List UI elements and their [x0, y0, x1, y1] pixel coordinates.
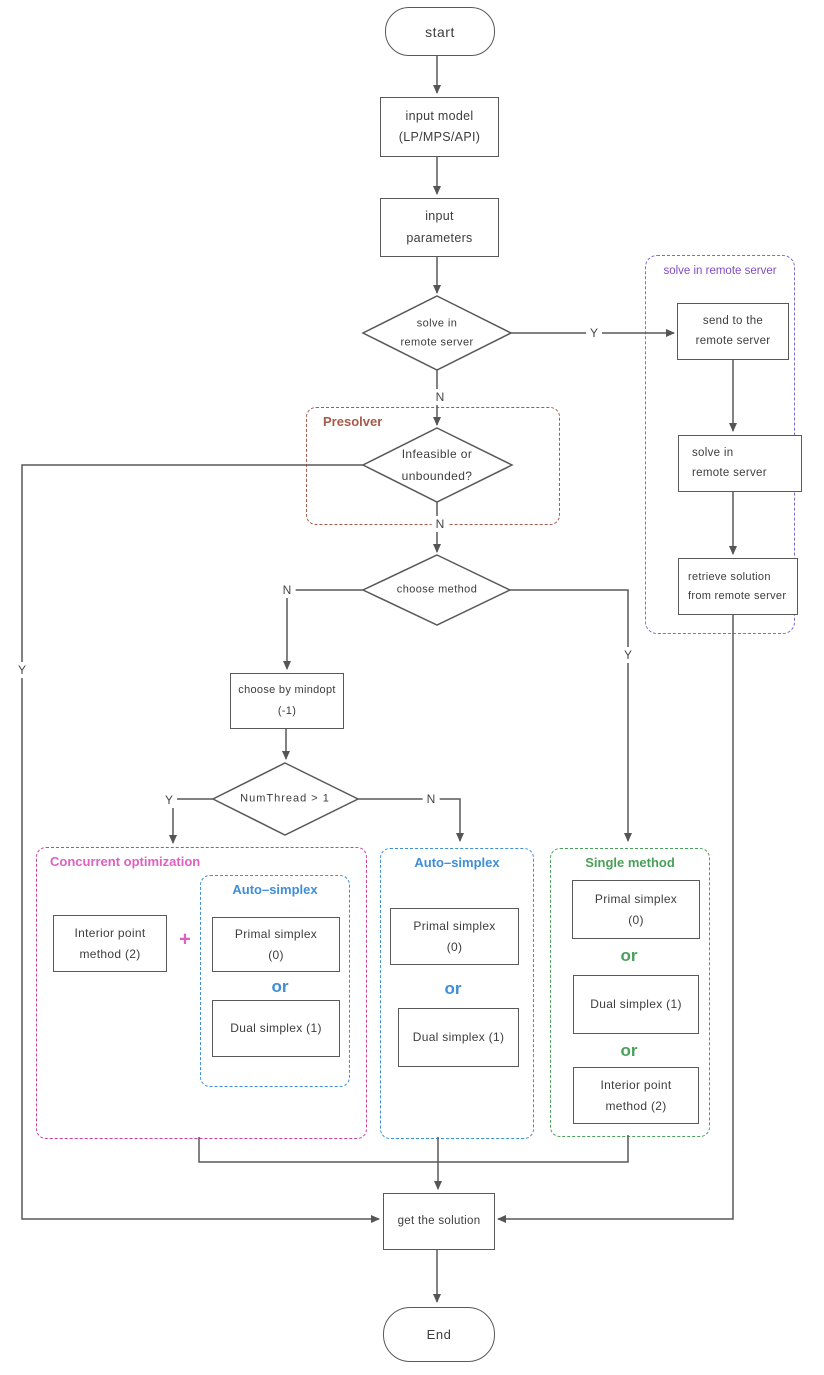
or-auto: or: [444, 979, 462, 998]
choose-by-mindopt-node: choose by mindopt (-1): [230, 673, 344, 729]
decision-solve-remote-shape: [361, 295, 513, 371]
branch-label-n-infeasible: N: [431, 516, 449, 532]
primal-simplex-concurrent-node: Primal simplex (0): [212, 917, 340, 972]
primal-simplex-single-node: Primal simplex (0): [572, 880, 700, 939]
auto-simplex-label: Auto–simplex: [414, 855, 500, 870]
or-single-1: or: [620, 946, 638, 965]
interior-point-single-node: Interior point method (2): [573, 1067, 699, 1124]
interior-point-concurrent-node: Interior point method (2): [53, 915, 167, 972]
plus-operator: +: [179, 928, 191, 951]
auto-simplex-nested-group: Auto–simplex: [200, 875, 350, 1087]
input-parameters-node: input parameters: [380, 198, 499, 257]
branch-label-n-choose: N: [278, 582, 296, 598]
or-single-2: or: [620, 1041, 638, 1060]
end-node: End: [383, 1307, 495, 1362]
dual-simplex-single-node: Dual simplex (1): [573, 975, 699, 1034]
branch-label-y-remote: Y: [585, 325, 603, 341]
decision-choose-method-label: choose method: [396, 583, 478, 596]
decision-solve-remote-label: solve in remote server: [400, 317, 474, 348]
end-label: End: [426, 1327, 452, 1342]
branch-label-n-remote: N: [431, 389, 449, 405]
decision-infeasible-label: Infeasible or unbounded?: [401, 446, 473, 483]
auto-simplex-nested-label: Auto–simplex: [232, 882, 318, 897]
edge-merge-bottom: [198, 1135, 629, 1163]
decision-numthread-shape: [211, 762, 360, 836]
auto-simplex-group: Auto–simplex: [380, 848, 534, 1139]
edge-choosemethod-mindopt: [283, 589, 363, 670]
solve-in-remote-node: solve in remote server: [678, 435, 802, 492]
or-concurrent: or: [271, 977, 289, 996]
edge-numthread-concurrent: [169, 798, 213, 844]
single-method-group: Single method: [550, 848, 710, 1137]
decision-infeasible-shape: [361, 427, 514, 503]
decision-choose-method-shape: [361, 554, 512, 626]
edge-infeasible-getsolution: [21, 464, 380, 1223]
retrieve-solution-node: retrieve solution from remote server: [678, 558, 798, 615]
branch-label-n-numthread: N: [422, 791, 440, 807]
concurrent-optimization-label: Concurrent optimization: [50, 854, 201, 869]
remote-server-group-label: solve in remote server: [663, 265, 777, 277]
single-method-label: Single method: [585, 855, 675, 870]
dual-simplex-auto-node: Dual simplex (1): [398, 1008, 519, 1067]
branch-label-y-numthread: Y: [160, 792, 178, 808]
edge-retrieve-getsolution: [497, 613, 734, 1223]
start-label: start: [425, 23, 455, 40]
input-model-node: input model (LP/MPS/API): [380, 97, 499, 157]
branch-label-y-infeasible: Y: [13, 662, 31, 678]
branch-label-y-choose: Y: [619, 647, 637, 663]
primal-simplex-auto-node: Primal simplex (0): [390, 908, 519, 965]
edge-choosemethod-singlemethod: [510, 589, 632, 842]
send-to-remote-node: send to the remote server: [677, 303, 789, 360]
start-node: start: [385, 7, 495, 56]
decision-numthread-label: NumThread > 1: [240, 792, 330, 805]
concurrent-optimization-group: Concurrent optimization: [36, 847, 367, 1139]
get-solution-node: get the solution: [383, 1193, 495, 1250]
edge-numthread-autosimplex: [358, 798, 464, 842]
presolver-group-label: Presolver: [323, 414, 383, 429]
dual-simplex-concurrent-node: Dual simplex (1): [212, 1000, 340, 1057]
